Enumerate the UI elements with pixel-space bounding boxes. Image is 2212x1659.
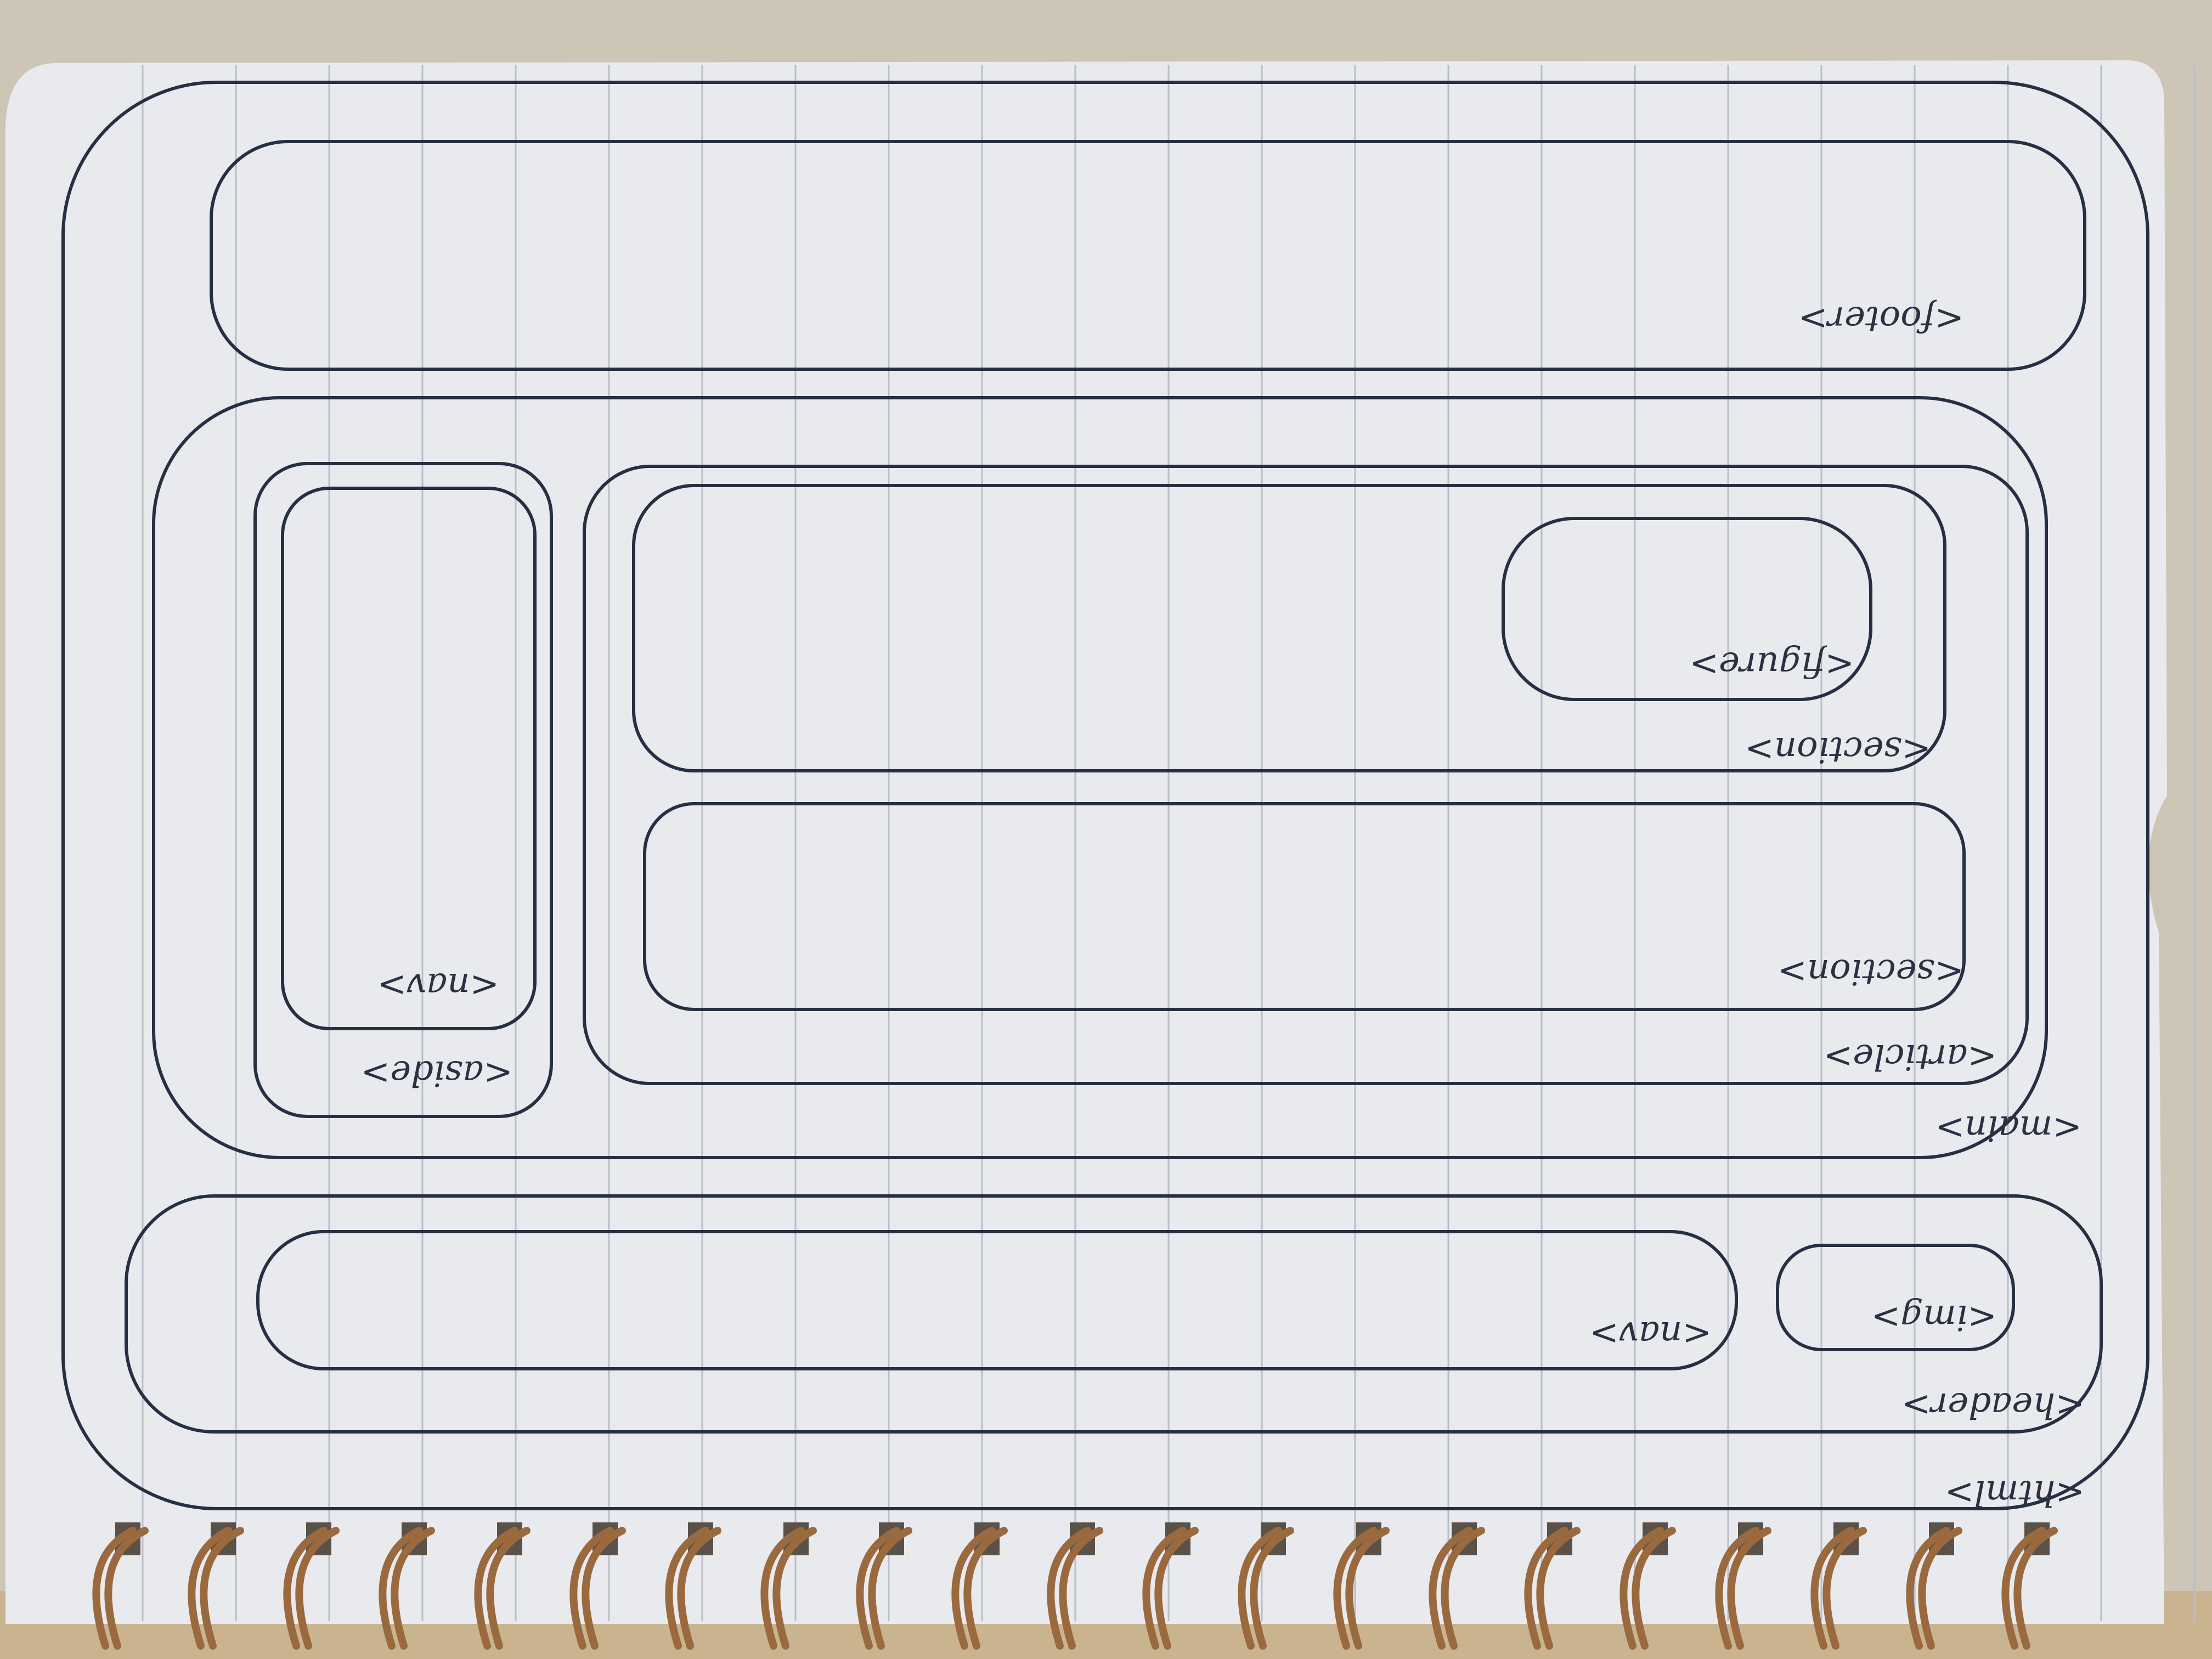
spiral-ring	[1822, 1527, 1867, 1650]
spiral-ring	[665, 1527, 709, 1650]
article-box	[583, 465, 2029, 1085]
spiral-ring	[677, 1527, 721, 1650]
spiral-ring	[1250, 1527, 1294, 1650]
main-box	[152, 396, 2048, 1159]
spiral-ring	[1429, 1527, 1473, 1650]
section-top-box	[632, 484, 1946, 772]
spiral-ring	[1333, 1527, 1378, 1650]
spiral-ring	[1810, 1527, 1855, 1650]
spiral-ring	[582, 1527, 626, 1650]
spiral-ring	[1345, 1527, 1390, 1650]
spiral-ring	[1918, 1527, 1962, 1650]
spiral-ring	[963, 1527, 1008, 1650]
html-label: <html>	[1945, 1472, 2085, 1513]
img-label: <img>	[1871, 1297, 1997, 1338]
spiral-ring	[772, 1527, 817, 1650]
footer-box	[210, 140, 2086, 371]
spiral-ring	[1906, 1527, 1950, 1650]
main-label: <main>	[1935, 1108, 2082, 1148]
spiral-ring	[760, 1527, 805, 1650]
spiral-ring	[2001, 1527, 2046, 1650]
wireframe-sketch	[61, 81, 2149, 1510]
spiral-ring	[856, 1527, 900, 1650]
aside-label: <aside>	[360, 1053, 513, 1093]
spiral-ring	[92, 1527, 137, 1650]
spiral-ring	[868, 1527, 912, 1650]
aside-box	[253, 462, 553, 1118]
spiral-ring	[1620, 1527, 1664, 1650]
spiral-ring	[1047, 1527, 1091, 1650]
spiral-ring	[1142, 1527, 1187, 1650]
header-nav-box	[256, 1230, 1738, 1370]
spiral-ring	[1441, 1527, 1485, 1650]
ruled-lines	[142, 65, 2196, 1621]
header-nav-label: <nav>	[1589, 1313, 1712, 1354]
header-box	[125, 1194, 2103, 1434]
header-label: <header>	[1901, 1385, 2085, 1425]
spiral-ring	[1727, 1527, 1771, 1650]
section-bottom-label: <section>	[1778, 951, 1964, 992]
section-top-label: <section>	[1745, 729, 1931, 770]
spiral-ring	[1154, 1527, 1199, 1650]
html-box	[61, 81, 2149, 1510]
spiral-ring	[379, 1527, 423, 1650]
article-label: <article>	[1824, 1036, 1997, 1077]
spiral-ring	[1238, 1527, 1282, 1650]
spiral-ring	[1536, 1527, 1581, 1650]
spiral-ring	[188, 1527, 232, 1650]
spiral-ring	[1524, 1527, 1568, 1650]
spiral-ring	[2013, 1527, 2058, 1650]
spiral-ring	[200, 1527, 244, 1650]
footer-label: <footer>	[1798, 298, 1964, 339]
spiral-ring	[1715, 1527, 1759, 1650]
spiral-ring	[295, 1527, 340, 1650]
spiral-ring	[486, 1527, 531, 1650]
section-bottom-box	[643, 802, 1966, 1011]
spiral-ring	[951, 1527, 996, 1650]
figure-box	[1502, 517, 1872, 701]
spiral-ring	[283, 1527, 328, 1650]
spiral-ring	[569, 1527, 614, 1650]
spiral-ring	[474, 1527, 518, 1650]
spiral-ring	[1632, 1527, 1676, 1650]
aside-nav-box	[281, 487, 537, 1030]
tag-labels: <footer> <figure> <section> <nav> <secti…	[360, 298, 2085, 1513]
figure-label: <figure>	[1689, 644, 1854, 685]
spiral-ring	[1059, 1527, 1103, 1650]
spiral-ring	[391, 1527, 435, 1650]
aside-nav-label: <nav>	[377, 965, 499, 1006]
spiral-binding	[92, 1522, 2058, 1650]
spiral-ring	[104, 1527, 149, 1650]
img-box	[1776, 1244, 2015, 1351]
